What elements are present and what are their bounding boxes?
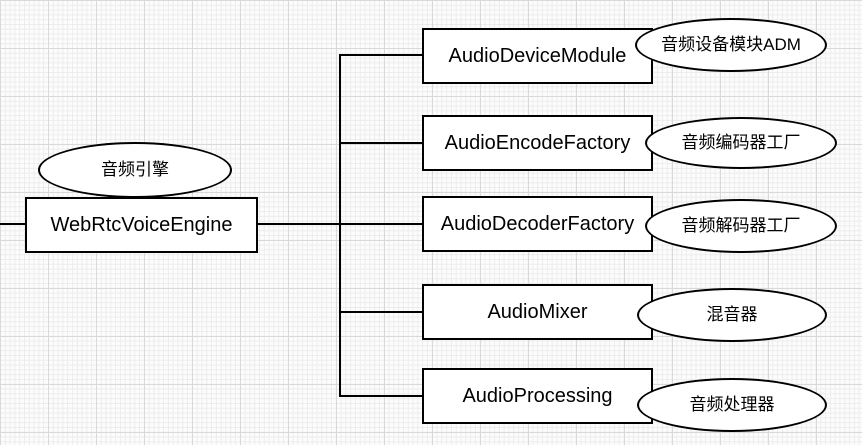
- node-audiodecoderfactory: AudioDecoderFactory: [422, 196, 653, 252]
- annotation-audioprocessing: 音频处理器: [637, 378, 827, 432]
- node-audioprocessing: AudioProcessing: [422, 368, 653, 424]
- annotation-audiodecoderfactory-label: 音频解码器工厂: [681, 215, 801, 235]
- annotation-audioprocessing-label: 音频处理器: [689, 394, 775, 414]
- connector-left-stub: [0, 223, 25, 225]
- connector-branch-encodefactory: [339, 142, 422, 144]
- annotation-audiomixer-label: 混音器: [706, 304, 758, 324]
- annotation-audioencodefactory-label: 音频编码器工厂: [681, 132, 801, 152]
- connector-branch-mixer: [339, 311, 422, 313]
- node-audioprocessing-label: AudioProcessing: [462, 385, 613, 407]
- annotation-audio-engine-label: 音频引擎: [101, 159, 169, 179]
- annotation-audioencodefactory: 音频编码器工厂: [645, 117, 837, 169]
- annotation-audiomixer: 混音器: [637, 288, 827, 342]
- annotation-audiodevicemodule: 音频设备模块ADM: [635, 18, 827, 72]
- annotation-audiodecoderfactory: 音频解码器工厂: [645, 199, 837, 253]
- node-webrtcvoiceengine-label: WebRtcVoiceEngine: [50, 214, 233, 236]
- node-audioencodefactory: AudioEncodeFactory: [422, 115, 653, 171]
- node-audiomixer: AudioMixer: [422, 284, 653, 340]
- node-audioencodefactory-label: AudioEncodeFactory: [444, 132, 631, 154]
- annotation-audio-engine: 音频引擎: [38, 142, 232, 198]
- node-audiodecoderfactory-label: AudioDecoderFactory: [440, 213, 635, 235]
- connector-branch-devicemodule: [339, 54, 422, 56]
- node-webrtcvoiceengine: WebRtcVoiceEngine: [25, 197, 258, 253]
- node-audiodevicemodule: AudioDeviceModule: [422, 28, 653, 84]
- connector-trunk: [339, 55, 341, 397]
- node-audiomixer-label: AudioMixer: [487, 301, 588, 323]
- annotation-audiodevicemodule-label: 音频设备模块ADM: [661, 34, 801, 54]
- connector-branch-processing: [339, 395, 422, 397]
- node-audiodevicemodule-label: AudioDeviceModule: [448, 45, 627, 67]
